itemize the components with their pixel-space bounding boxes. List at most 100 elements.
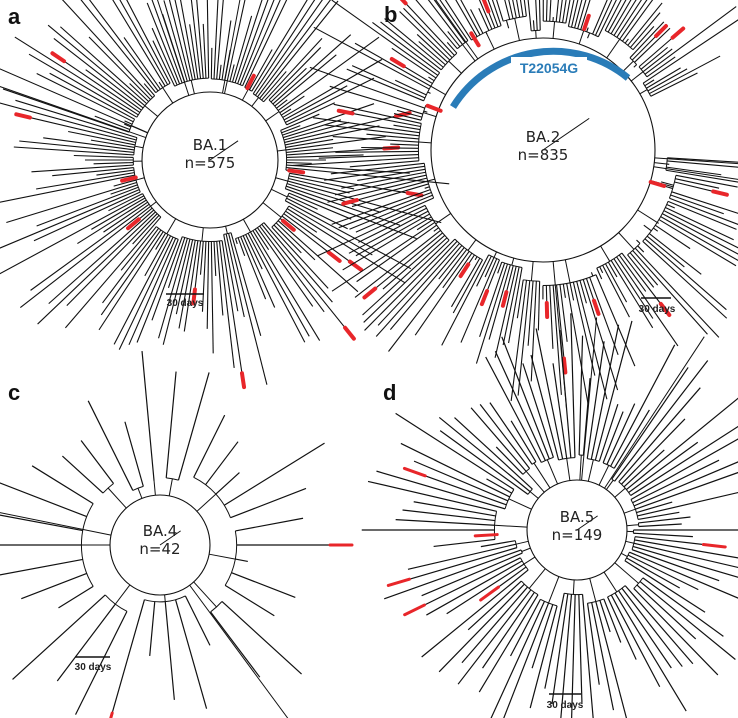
tip-branch bbox=[136, 239, 179, 343]
tip-branch bbox=[286, 197, 348, 230]
tip-branch bbox=[396, 109, 423, 118]
panel-b-scale-label: 30 days bbox=[639, 304, 676, 315]
outlier-branch bbox=[435, 0, 479, 60]
tip-branch bbox=[586, 27, 589, 32]
clade-arc bbox=[501, 261, 523, 269]
tip-branch bbox=[189, 24, 199, 80]
clade-stem bbox=[600, 245, 611, 262]
tip-branch bbox=[96, 169, 135, 176]
tip-branch bbox=[289, 172, 422, 196]
tip-branch bbox=[33, 191, 141, 242]
highlighted-branch bbox=[479, 289, 490, 307]
tip-branch bbox=[108, 193, 143, 212]
tip-branch bbox=[275, 222, 316, 261]
tip-branch bbox=[562, 283, 566, 298]
tip-branch bbox=[455, 0, 478, 37]
clade-stem bbox=[448, 60, 462, 74]
clade-stem bbox=[271, 188, 288, 198]
tip-branch bbox=[380, 21, 442, 71]
tip-branch bbox=[415, 0, 458, 50]
tip-branch bbox=[201, 241, 207, 312]
tip-branch bbox=[257, 0, 332, 98]
clade-stem bbox=[193, 581, 217, 608]
tip-branch bbox=[213, 0, 219, 79]
tip-branch bbox=[210, 47, 213, 79]
tip-branch bbox=[215, 472, 240, 495]
tip-branch bbox=[151, 236, 183, 321]
tip-branch bbox=[31, 465, 94, 505]
tip-branch bbox=[407, 543, 517, 570]
clade-arc bbox=[155, 82, 171, 94]
tip-branch bbox=[309, 66, 425, 109]
tip-branch bbox=[638, 523, 682, 528]
tip-branch bbox=[363, 239, 450, 323]
tip-branch bbox=[98, 231, 164, 331]
tip-branch bbox=[274, 54, 337, 107]
tip-branch bbox=[288, 175, 355, 190]
tip-branch bbox=[259, 0, 339, 99]
tip-branch bbox=[632, 459, 720, 504]
tip-branch bbox=[288, 205, 373, 256]
panel-c-letter: c bbox=[8, 380, 20, 405]
tip-branch bbox=[517, 280, 531, 396]
tip-branch bbox=[338, 191, 432, 229]
tip-branch bbox=[346, 68, 424, 102]
highlighted-branch bbox=[458, 262, 471, 279]
tip-branch bbox=[485, 356, 542, 463]
tip-branch bbox=[613, 409, 650, 469]
clade-stem bbox=[552, 21, 556, 39]
clade-arc bbox=[627, 243, 641, 256]
highlighted-branch bbox=[591, 298, 601, 316]
clade-stem bbox=[623, 508, 636, 514]
tip-branch bbox=[285, 200, 412, 270]
clade-arc bbox=[531, 461, 537, 465]
panel-a-count: n=575 bbox=[185, 154, 236, 172]
clade-stem bbox=[224, 80, 228, 94]
tip-branch bbox=[163, 0, 188, 82]
tip-branch bbox=[223, 234, 239, 312]
tip-branch bbox=[213, 241, 217, 277]
tip-branch bbox=[216, 241, 224, 316]
tip-branch bbox=[395, 412, 515, 490]
tip-branch bbox=[218, 240, 235, 369]
tip-branch bbox=[113, 235, 172, 345]
clade-arc bbox=[284, 173, 291, 189]
tip-branch bbox=[235, 558, 248, 563]
tip-branch bbox=[0, 514, 83, 532]
panel-b-count: n=835 bbox=[518, 146, 569, 164]
tip-branch bbox=[457, 589, 532, 685]
clade-arc bbox=[182, 236, 223, 243]
tip-branch bbox=[538, 0, 541, 31]
tip-branch bbox=[327, 177, 428, 203]
tip-branch bbox=[621, 587, 683, 667]
tip-branch bbox=[508, 0, 514, 19]
tip-branch bbox=[52, 52, 141, 113]
clade-stem bbox=[606, 38, 621, 59]
tip-branch bbox=[482, 592, 535, 669]
tip-branch bbox=[671, 191, 738, 214]
tip-branch bbox=[376, 470, 506, 510]
tip-branch bbox=[36, 172, 135, 190]
tip-branch bbox=[158, 238, 188, 339]
tip-branch bbox=[12, 594, 106, 680]
tip-branch bbox=[629, 252, 659, 286]
tip-branch bbox=[595, 601, 628, 718]
tip-branch bbox=[558, 0, 563, 23]
tip-branch bbox=[510, 280, 528, 402]
tip-branch bbox=[119, 0, 169, 85]
tip-branch bbox=[129, 83, 149, 102]
tip-branch bbox=[484, 257, 495, 278]
tip-branch bbox=[667, 200, 737, 230]
tip-branch bbox=[663, 210, 738, 249]
tip-branch bbox=[602, 411, 624, 464]
tip-branch bbox=[660, 181, 674, 186]
tip-branch bbox=[61, 0, 153, 98]
outlier-branch bbox=[654, 157, 738, 165]
tip-branch bbox=[532, 20, 535, 31]
tip-branch bbox=[486, 478, 512, 494]
clade-stem bbox=[225, 226, 228, 234]
tip-branch bbox=[650, 72, 698, 97]
tip-branch bbox=[261, 71, 287, 101]
clade-stem bbox=[242, 219, 251, 233]
clade-arc bbox=[454, 238, 483, 261]
